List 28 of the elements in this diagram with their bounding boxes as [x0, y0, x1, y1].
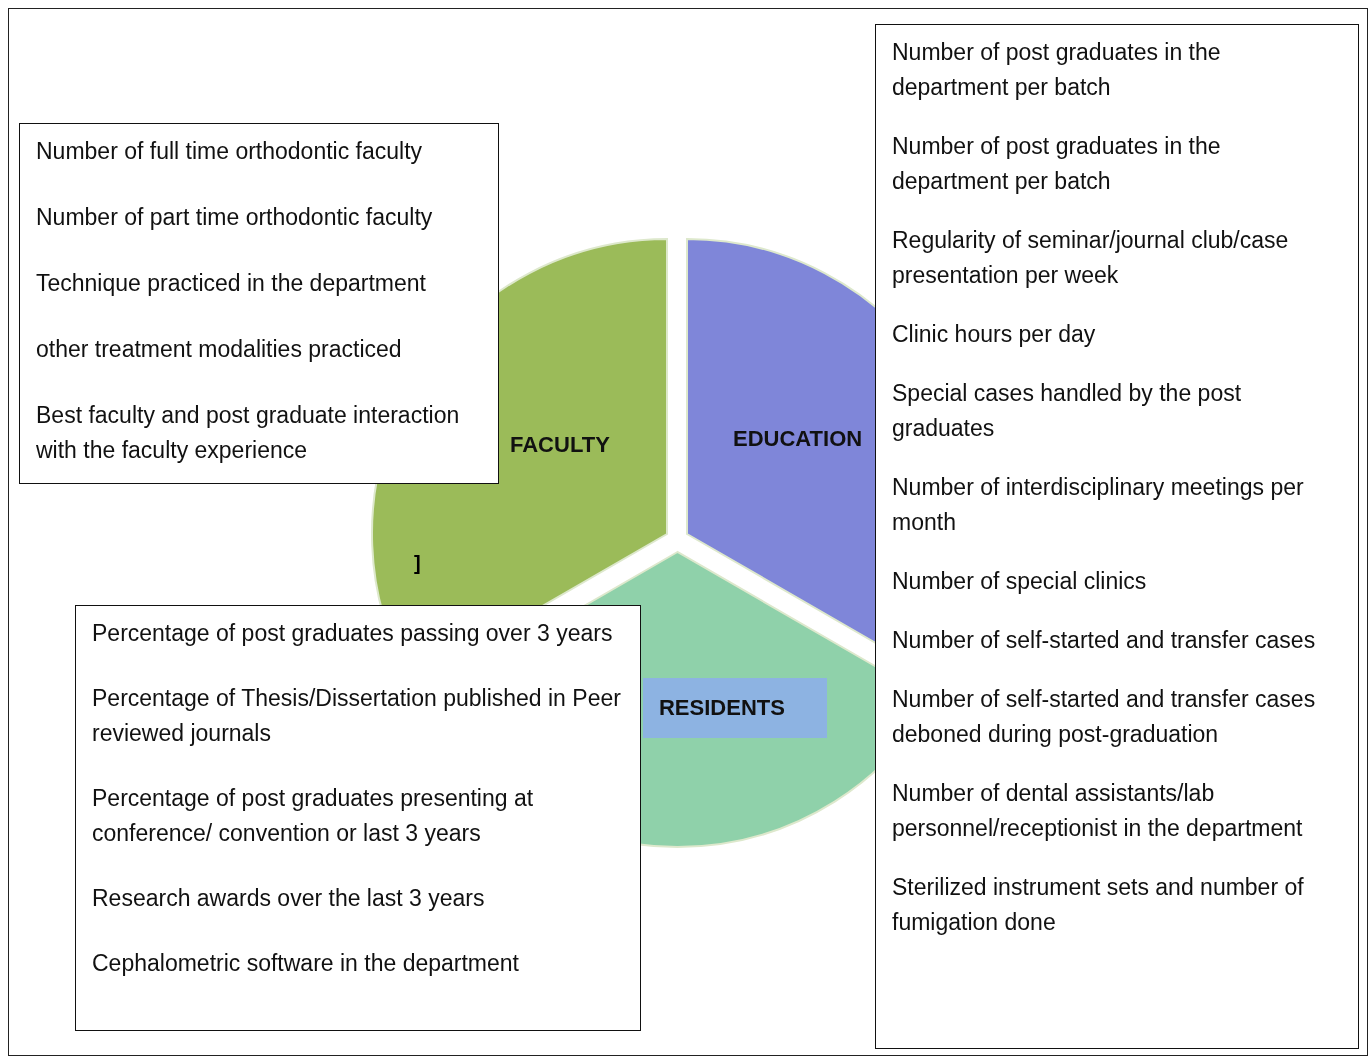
list-item: Number of self-started and transfer cases deboned during post-graduation — [892, 685, 1317, 749]
list-item: Number of post graduates in the department per batch — [892, 38, 1222, 102]
list-item: Research awards over the last 3 years — [92, 884, 486, 913]
text-box — [19, 123, 499, 484]
list-item: other treatment modalities practiced — [36, 335, 403, 364]
text-box — [875, 24, 1359, 1049]
list-item: Number of part time orthodontic faculty — [36, 203, 434, 232]
stray-mark: ] — [414, 552, 421, 575]
list-item: Number of self-started and transfer cases — [892, 626, 1317, 655]
list-item: Percentage of Thesis/Dissertation published in Peer reviewed journals — [92, 684, 622, 748]
list-item: Cephalometric software in the department — [92, 949, 520, 978]
segment-label: EDUCATION — [733, 426, 863, 452]
segment-label: FACULTY — [510, 432, 610, 458]
list-item: Number of special clinics — [892, 567, 1148, 596]
list-item: Percentage of post graduates presenting at conference/ convention or last 3 years — [92, 784, 535, 848]
list-item: Sterilized instrument sets and number of fumigation done — [892, 873, 1305, 937]
list-item: Technique practiced in the department — [36, 269, 427, 298]
text-box — [75, 605, 641, 1031]
list-item: Regularity of seminar/journal club/case presentation per week — [892, 226, 1290, 290]
list-item: Number of dental assistants/lab personnel/receptionist in the department — [892, 779, 1304, 843]
list-item: Percentage of post graduates passing over 3 years — [92, 619, 614, 648]
list-item: Number of post graduates in the department per batch — [892, 132, 1222, 196]
list-item: Clinic hours per day — [892, 320, 1097, 349]
list-item: Number of full time orthodontic faculty — [36, 137, 424, 166]
list-item: Number of interdisciplinary meetings per month — [892, 473, 1305, 537]
segment-label: RESIDENTS — [643, 678, 827, 738]
list-item: Best faculty and post graduate interaction with the faculty experience — [36, 401, 461, 465]
list-item: Special cases handled by the post graduates — [892, 379, 1243, 443]
